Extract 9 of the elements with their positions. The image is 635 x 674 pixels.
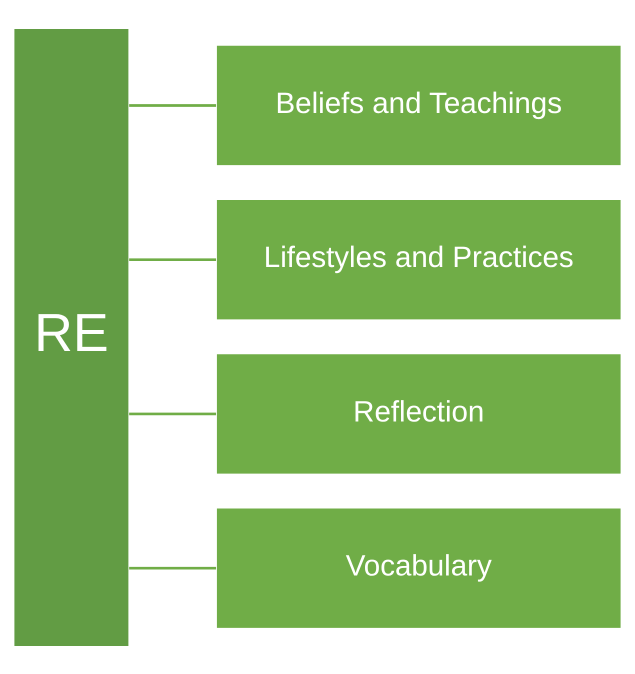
node-box: Beliefs and Teachings [216, 44, 622, 166]
connector [129, 412, 216, 415]
connector [129, 566, 216, 570]
connector [129, 104, 216, 106]
node-box: Vocabulary [216, 506, 622, 629]
connector [129, 258, 216, 261]
node-box: Lifestyles and Practices [216, 198, 622, 320]
node-box: Reflection [216, 352, 622, 474]
node-box: RE [13, 27, 130, 647]
